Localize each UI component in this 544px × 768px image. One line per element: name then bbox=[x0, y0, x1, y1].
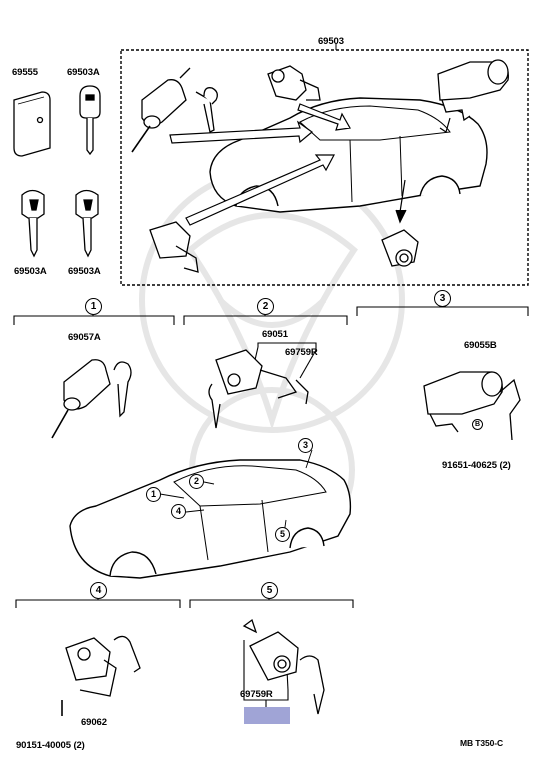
trunk-lock bbox=[423, 371, 521, 441]
label-69503a-right: 69503A bbox=[68, 266, 101, 277]
door-cylinder-kit bbox=[381, 229, 419, 267]
group-2-badge: 2 bbox=[257, 298, 274, 315]
label-69759r-bottom: 69759R bbox=[240, 689, 273, 700]
label-90151: 90151-40005 (2) bbox=[16, 740, 85, 751]
label-69055b: 69055B bbox=[464, 340, 497, 351]
car-callout-1: 1 bbox=[146, 487, 161, 502]
car-callout-4: 4 bbox=[171, 504, 186, 519]
group-3-badge: 3 bbox=[434, 290, 451, 307]
key-left bbox=[21, 189, 45, 258]
highlight-box bbox=[244, 707, 290, 724]
glove-lock bbox=[61, 635, 141, 716]
key-card bbox=[13, 91, 51, 157]
car-center bbox=[69, 459, 352, 579]
label-69062: 69062 bbox=[81, 717, 107, 728]
label-69057a: 69057A bbox=[68, 332, 101, 343]
glove-lock-kit bbox=[149, 221, 199, 273]
car-callout-lines bbox=[159, 449, 313, 535]
ignition-lock bbox=[51, 359, 132, 439]
kit-69503-box bbox=[120, 49, 529, 286]
car-callout-5: 5 bbox=[275, 527, 290, 542]
door-lock bbox=[208, 349, 309, 429]
ignition-lock-kit bbox=[131, 67, 218, 153]
label-69503a-top: 69503A bbox=[67, 67, 100, 78]
label-69503a-left: 69503A bbox=[14, 266, 47, 277]
door-cylinder bbox=[242, 618, 325, 715]
group-4-badge: 4 bbox=[90, 582, 107, 599]
key-right bbox=[75, 189, 99, 258]
diagram-code: MB T350-C bbox=[460, 738, 504, 748]
trunk-lock-kit bbox=[437, 59, 509, 122]
label-91651: 91651-40625 (2) bbox=[442, 460, 511, 471]
label-69503: 69503 bbox=[318, 36, 344, 47]
label-69759r-mid: 69759R bbox=[285, 347, 318, 358]
kit-arrows bbox=[169, 103, 451, 226]
key-top bbox=[79, 85, 101, 156]
group-1-badge: 1 bbox=[85, 298, 102, 315]
label-69051: 69051 bbox=[262, 329, 288, 340]
door-lock-kit bbox=[267, 65, 321, 101]
label-69555: 69555 bbox=[12, 67, 38, 78]
car-callout-3: 3 bbox=[298, 438, 313, 453]
group-5-badge: 5 bbox=[261, 582, 278, 599]
callout-b: B bbox=[472, 419, 483, 430]
car-callout-2: 2 bbox=[189, 474, 204, 489]
